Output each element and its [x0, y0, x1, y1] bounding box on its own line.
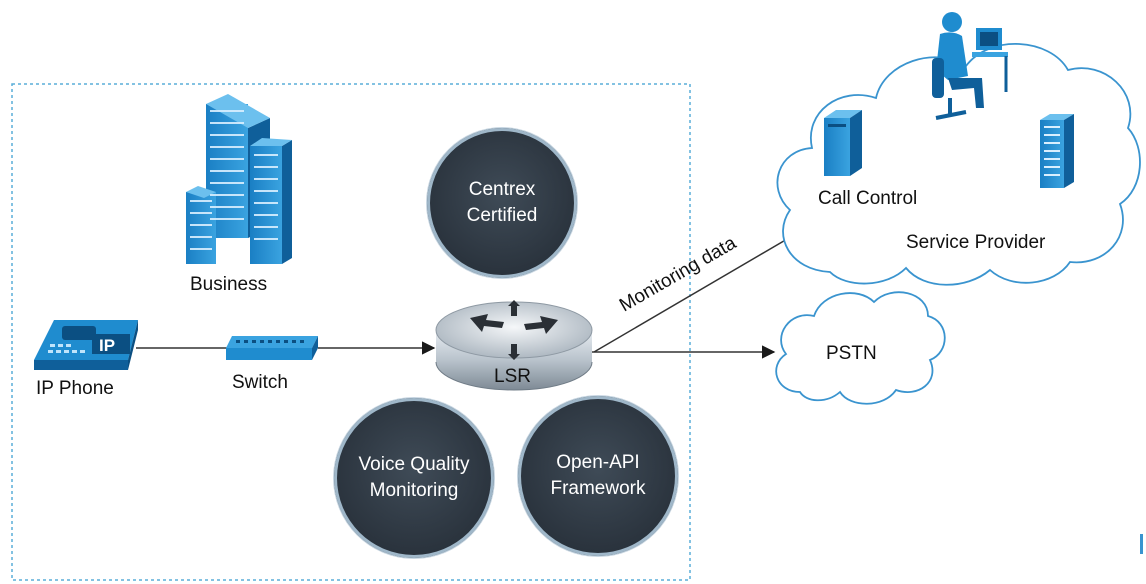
switch-icon	[226, 336, 318, 360]
business-building-icon	[186, 94, 292, 264]
voice-quality-line1: Voice Quality	[358, 454, 470, 475]
switch-label: Switch	[232, 372, 288, 393]
pstn-label: PSTN	[826, 343, 877, 364]
pstn-cloud	[775, 291, 946, 405]
open-api-line1: Open-API	[556, 452, 640, 473]
open-api-line2: Framework	[550, 478, 646, 499]
voice-quality-line2: Monitoring	[369, 480, 459, 501]
operator-workstation-icon	[932, 12, 1008, 120]
centrex-line1: Centrex	[468, 179, 536, 200]
edge-mark	[1140, 534, 1143, 554]
service-provider-label: Service Provider	[906, 232, 1046, 253]
enterprise-boundary	[11, 83, 691, 581]
call-control-server-icon	[824, 110, 862, 176]
monitoring-data-label: Monitoring data	[616, 232, 740, 316]
call-control-label: Call Control	[818, 188, 918, 209]
open-api-circle: Open-API Framework	[518, 396, 678, 556]
ip-phone-badge: IP	[99, 336, 115, 355]
voice-quality-circle: Voice Quality Monitoring	[334, 398, 494, 558]
business-label: Business	[190, 274, 268, 295]
service-provider-cloud	[776, 43, 1141, 286]
router-label: LSR	[494, 366, 531, 387]
router-icon	[435, 300, 593, 391]
ip-phone-label: IP Phone	[36, 378, 114, 399]
centrex-certified-circle: Centrex Certified	[427, 128, 577, 278]
provider-building-icon	[1040, 114, 1074, 188]
link-monitoring-data	[593, 227, 808, 353]
ip-phone-icon	[34, 320, 138, 370]
centrex-line2: Certified	[466, 205, 538, 226]
